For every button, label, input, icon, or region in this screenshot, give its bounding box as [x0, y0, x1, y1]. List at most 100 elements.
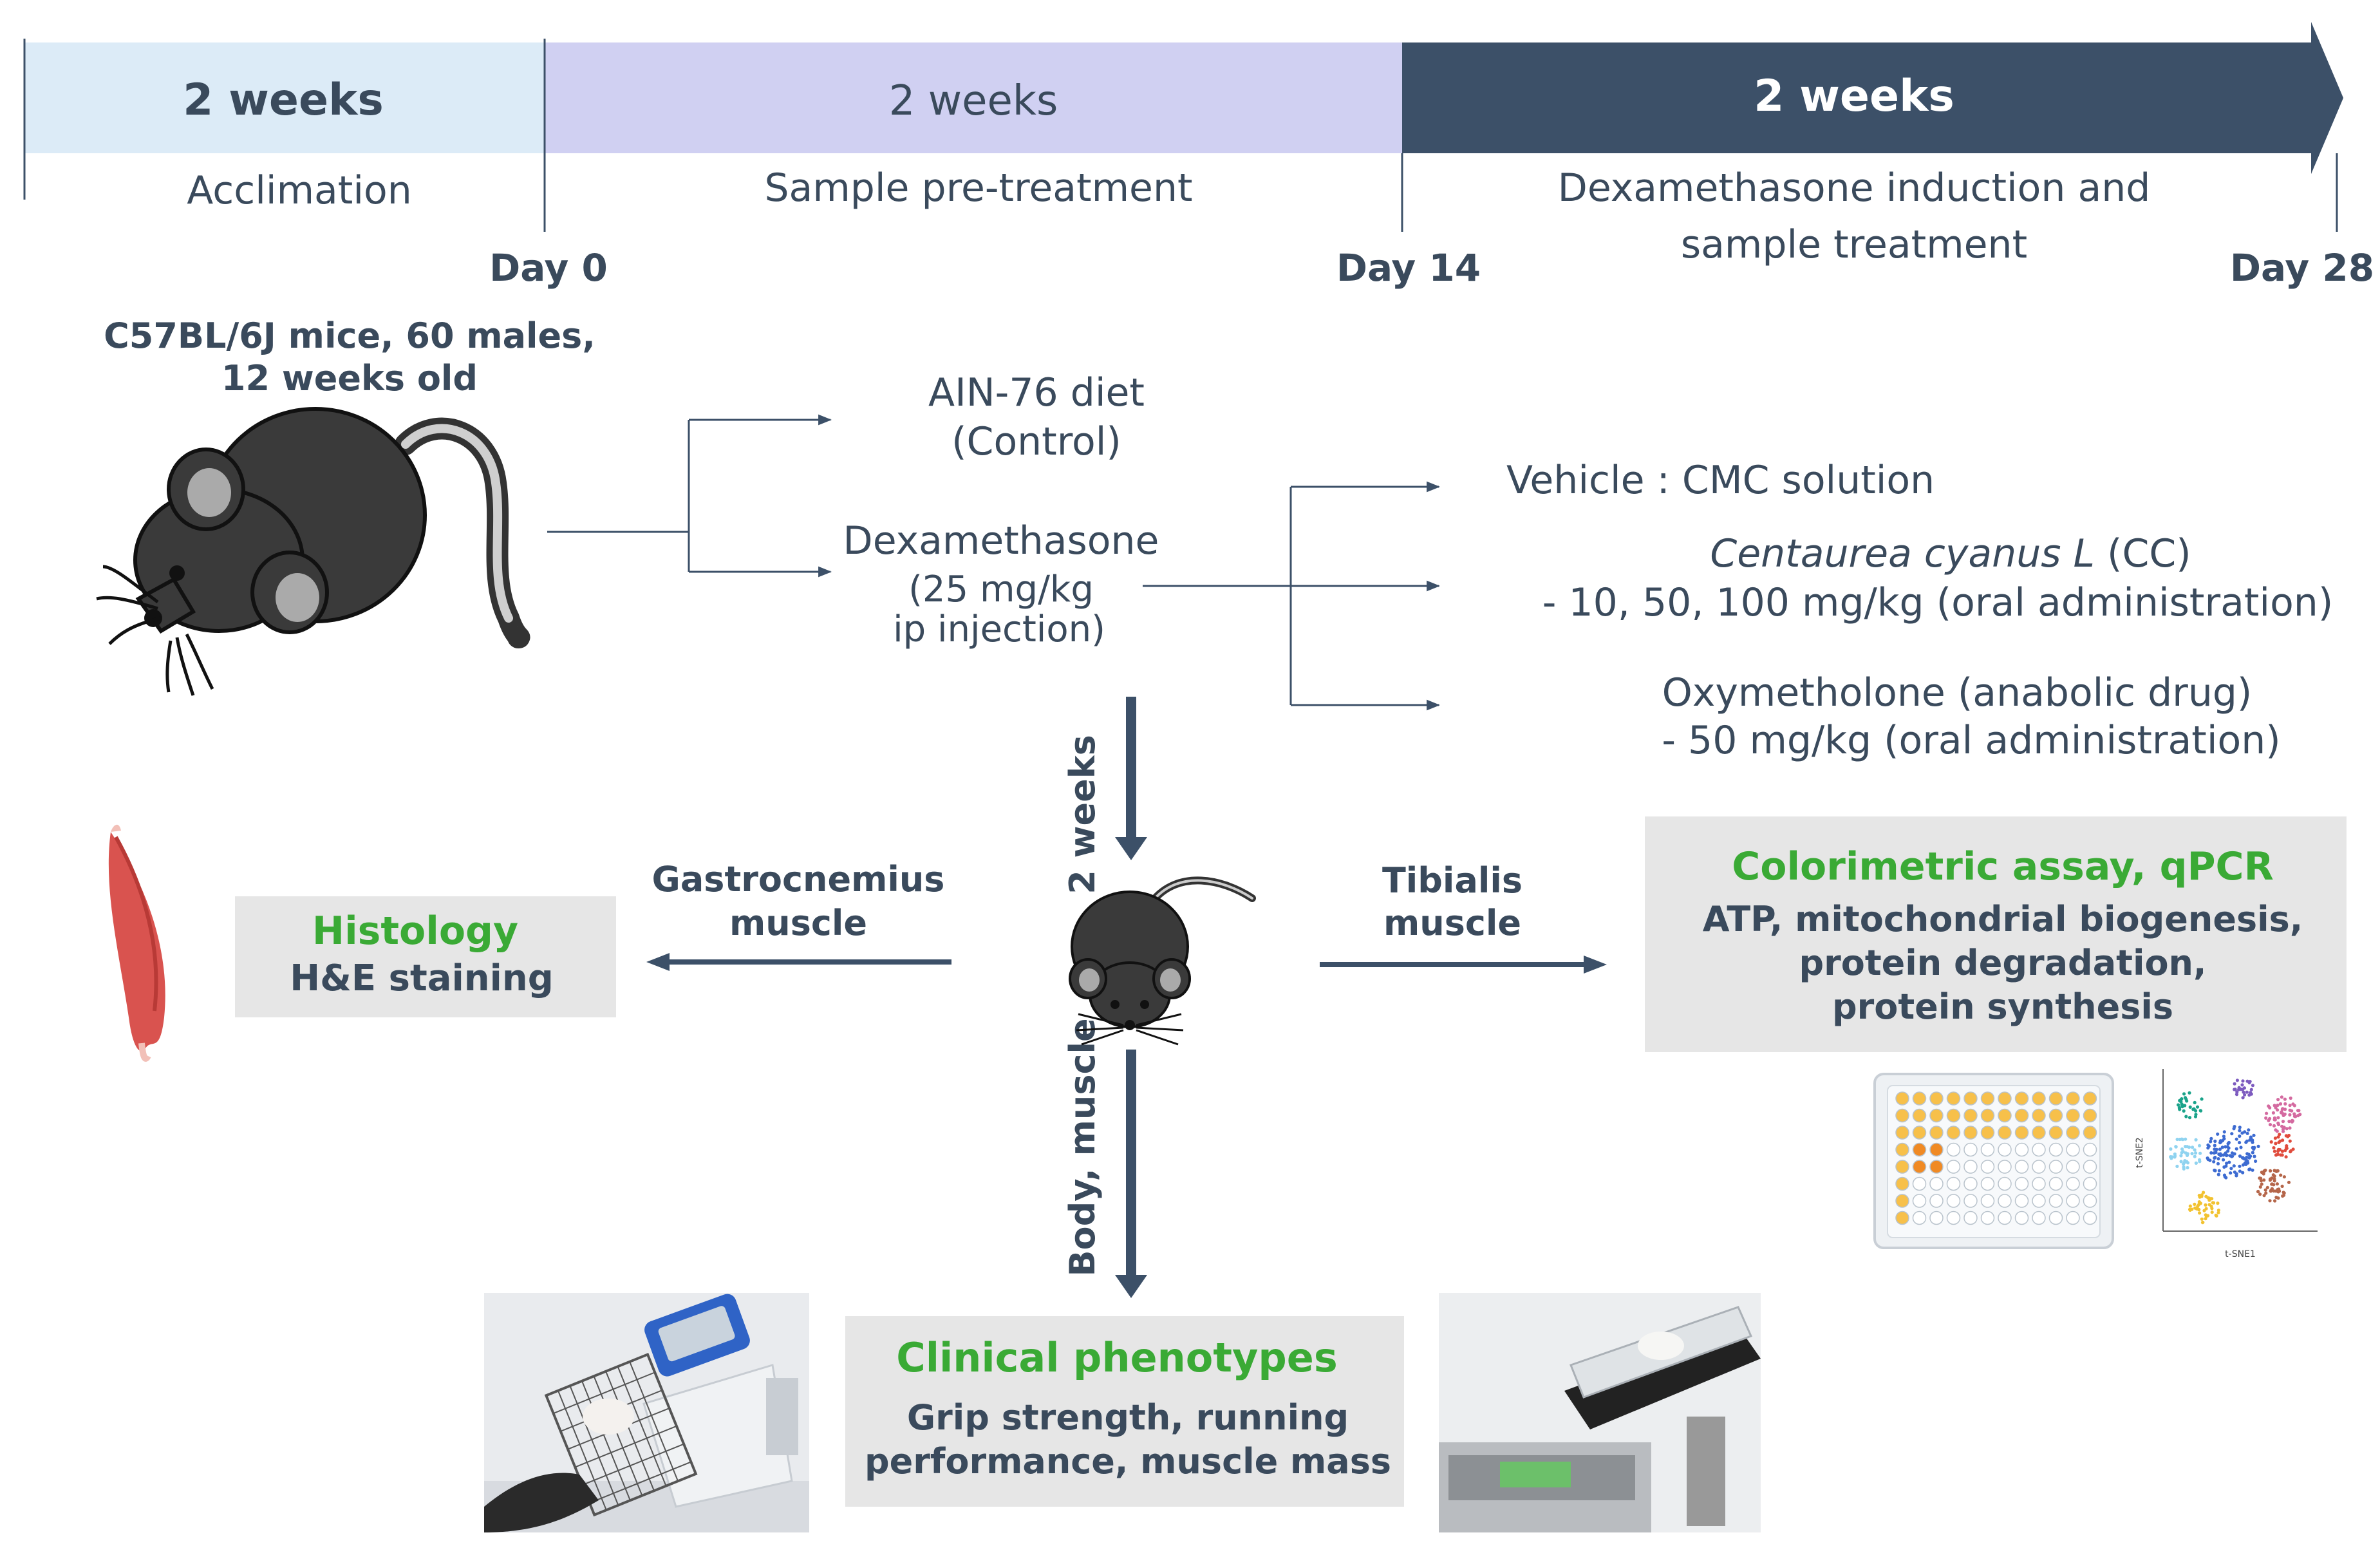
plate-well [1929, 1108, 1944, 1123]
tsne-point [2245, 1131, 2249, 1135]
tsne-point [2228, 1154, 2232, 1158]
tsne-point [2194, 1151, 2198, 1155]
tsne-point [2193, 1148, 2197, 1152]
plate-well [2014, 1126, 2029, 1140]
gastrocnemius-label-line2: muscle [729, 903, 867, 943]
tsne-point [2190, 1152, 2194, 1156]
tsne-point [2245, 1152, 2249, 1156]
tsne-point [2206, 1143, 2210, 1147]
tsne-point [2271, 1173, 2275, 1177]
day28-label: Day 28 [2230, 246, 2374, 290]
plate-well [2048, 1108, 2063, 1123]
clinical-title: Clinical phenotypes [896, 1334, 1338, 1381]
plate-well [2032, 1091, 2046, 1106]
tsne-point [2216, 1173, 2220, 1176]
tsne-point [2294, 1115, 2298, 1118]
tsne-point [2226, 1149, 2230, 1153]
tsne-point [2272, 1179, 2276, 1183]
gastrocnemius-label-line1: Gastrocnemius [652, 859, 945, 900]
tsne-point [2244, 1140, 2248, 1144]
tsne-point [2267, 1118, 2271, 1122]
tsne-point [2283, 1102, 2287, 1106]
tsne-point [2184, 1137, 2188, 1141]
tsne-point [2180, 1151, 2184, 1154]
plate-well [1980, 1091, 1995, 1106]
assay-title: Colorimetric assay, qPCR [1732, 844, 2274, 889]
tsne-point [2249, 1136, 2253, 1140]
tsne-point [2194, 1109, 2198, 1113]
tsne-point [2241, 1096, 2245, 1100]
plate-well [1980, 1160, 1995, 1174]
plate-well [1963, 1211, 1978, 1225]
plate-well [2048, 1176, 2063, 1191]
tsne-point [2200, 1217, 2204, 1221]
tsne-point [2207, 1196, 2211, 1200]
tsne-point [2247, 1128, 2251, 1132]
phase1-label: Acclimation [187, 168, 411, 213]
phase1-duration: 2 weeks [183, 75, 384, 126]
tsne-point [2245, 1090, 2249, 1094]
plate-well [1946, 1194, 1961, 1208]
tsne-point [2179, 1154, 2183, 1158]
tsne-point [2262, 1172, 2265, 1176]
tsne-point [2253, 1145, 2256, 1149]
plate-well [1946, 1160, 1961, 1174]
tsne-point [2213, 1139, 2217, 1143]
plate-well [1980, 1211, 1995, 1225]
assay-box [1645, 816, 2347, 1052]
tsne-point [2193, 1202, 2197, 1206]
plate-well [2014, 1176, 2029, 1191]
clinical-line1: Grip strength, running [907, 1397, 1349, 1438]
tsne-point [2289, 1096, 2292, 1100]
tsne-point [2224, 1151, 2227, 1155]
plate-well [1895, 1142, 1909, 1157]
mouse-small-icon [1069, 876, 1256, 1046]
tsne-point [2213, 1155, 2217, 1160]
tsne-point [2280, 1095, 2283, 1099]
tsne-point [2241, 1079, 2245, 1083]
tsne-point [2229, 1171, 2233, 1175]
plate-well [1946, 1211, 1961, 1225]
plate-well [1895, 1176, 1909, 1191]
tsne-point [2238, 1140, 2242, 1145]
assay-line1: ATP, mitochondrial biogenesis, [1703, 899, 2303, 939]
tsne-point [2183, 1096, 2188, 1100]
tsne-point [2194, 1113, 2198, 1117]
tsne-point [2280, 1124, 2284, 1128]
plate-well [1963, 1176, 1978, 1191]
timeline-phase-acclimation [24, 42, 545, 153]
tsne-point [2193, 1154, 2197, 1158]
tsne-point [2247, 1167, 2251, 1171]
phase3-label-line1: Dexamethasone induction and [1558, 165, 2151, 211]
tsne-point [2283, 1097, 2287, 1101]
plate-well [2014, 1108, 2029, 1123]
tsne-point [2191, 1145, 2195, 1149]
plate-well [1963, 1142, 1978, 1157]
dex-group-line3: ip injection) [893, 608, 1105, 650]
tsne-point [2284, 1155, 2288, 1159]
tsne-point [2272, 1124, 2276, 1127]
tsne-point [2238, 1169, 2242, 1173]
tsne-point [2256, 1144, 2260, 1148]
tsne-point [2174, 1145, 2178, 1149]
plate-well [2014, 1091, 2029, 1106]
tsne-point [2184, 1151, 2188, 1155]
plate-well [2083, 1142, 2097, 1157]
tsne-point [2180, 1104, 2184, 1107]
plate-well [2048, 1126, 2063, 1140]
plate-well [2048, 1142, 2063, 1157]
assay-line2: protein degradation, [1799, 943, 2206, 983]
plate-well [2083, 1211, 2097, 1225]
tsne-plot-icon: t-SNE2 t-SNE1 [2135, 1069, 2318, 1259]
plate-well [1980, 1108, 1995, 1123]
tsne-point [2264, 1191, 2268, 1195]
tsne-point [2276, 1135, 2280, 1139]
plate-well [2014, 1211, 2029, 1225]
tsne-point [2251, 1084, 2254, 1088]
tsne-point [2209, 1136, 2213, 1140]
assay-line3: protein synthesis [1832, 986, 2173, 1027]
tsne-point [2268, 1123, 2272, 1127]
tsne-point [2243, 1093, 2247, 1097]
tsne-point [2274, 1142, 2278, 1145]
plate-well [2083, 1176, 2097, 1191]
